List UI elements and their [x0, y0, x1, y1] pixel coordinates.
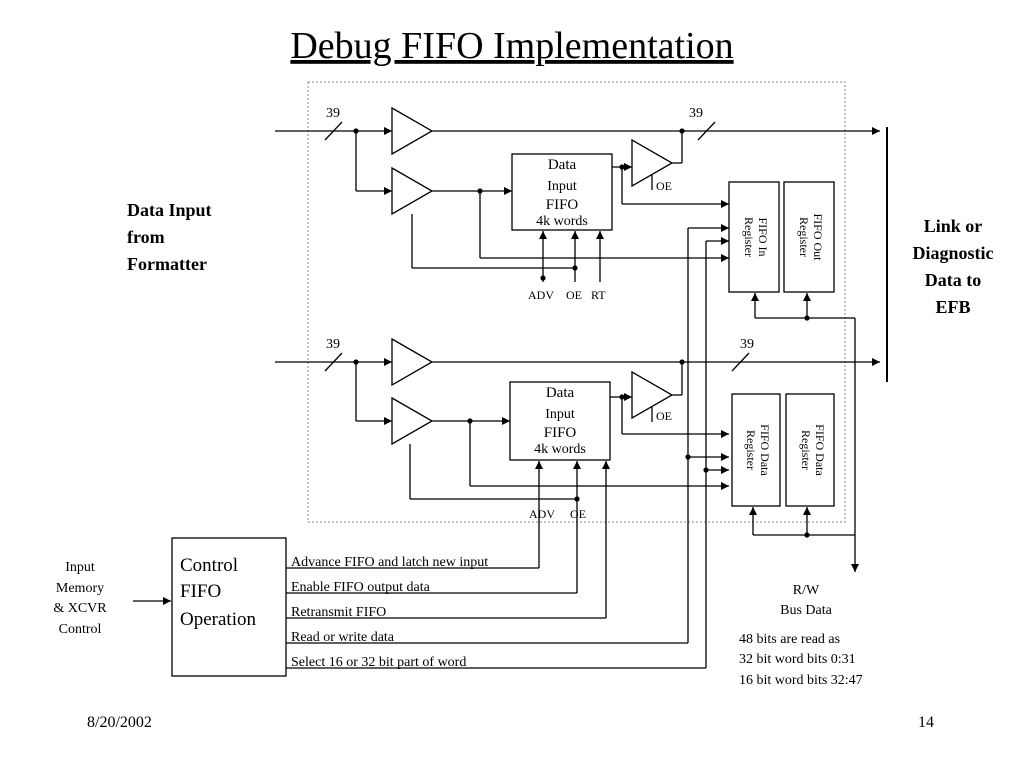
svg-text:Register: Register [799, 430, 813, 470]
oe-label: OE [566, 288, 582, 302]
bus-width-label: 39 [740, 337, 754, 352]
svg-text:FIFO: FIFO [546, 197, 579, 213]
data-input-fifo [511, 153, 613, 231]
fifo-input-buffer [391, 396, 434, 446]
footer-date: 8/20/2002 [87, 714, 152, 731]
svg-text:Operation: Operation [180, 609, 256, 630]
control-fifo-block [171, 537, 287, 677]
svg-text:4k words: 4k words [534, 442, 586, 457]
svg-text:Data to: Data to [925, 270, 982, 290]
fifo-out-register [783, 181, 835, 293]
input-buffer [391, 337, 434, 387]
fifo-input-buffer [391, 166, 434, 216]
bus-slash [324, 352, 343, 372]
svg-text:Input: Input [547, 179, 577, 194]
svg-text:4k words: 4k words [536, 214, 588, 229]
control-signal-label: Retransmit FIFO [291, 605, 386, 620]
control-signal-label: Enable FIFO output data [291, 580, 431, 595]
svg-text:& XCVR: & XCVR [53, 601, 107, 616]
svg-text:Memory: Memory [56, 581, 104, 596]
rw-bus-label: R/W Bus Data [780, 583, 833, 618]
svg-text:Bus Data: Bus Data [780, 603, 833, 618]
svg-text:FIFO Data: FIFO Data [758, 424, 772, 476]
fifo-data-register [785, 393, 835, 507]
svg-text:EFB: EFB [935, 297, 970, 317]
svg-text:Register: Register [744, 430, 758, 470]
bus-width-label: 39 [326, 106, 340, 121]
oe-label: OE [570, 507, 586, 521]
bus-slash [731, 352, 750, 372]
svg-text:Input: Input [545, 407, 575, 422]
svg-text:FIFO: FIFO [544, 425, 577, 441]
svg-text:Link or: Link or [924, 216, 983, 236]
svg-text:Input: Input [65, 560, 95, 575]
output-tristate-buffer [631, 370, 674, 420]
fifo-data-register [731, 393, 781, 507]
svg-text:Register: Register [797, 217, 811, 257]
svg-text:FIFO: FIFO [180, 581, 221, 602]
svg-text:Data Input: Data Input [127, 200, 212, 220]
bus-slash [697, 121, 716, 141]
page-title: Debug FIFO Implementation [290, 25, 733, 67]
svg-text:Diagnostic: Diagnostic [913, 243, 994, 263]
svg-text:from: from [127, 227, 165, 247]
adv-label: ADV [528, 288, 554, 302]
fifo-in-register [728, 181, 780, 293]
top-channel: 39 39 Data Input FIFO 4k words OE [275, 106, 880, 321]
svg-text:Register: Register [742, 217, 756, 257]
output-tristate-buffer [631, 138, 674, 188]
svg-text:FIFO In: FIFO In [756, 217, 770, 256]
svg-text:Control: Control [180, 555, 238, 576]
svg-text:FIFO Out: FIFO Out [811, 213, 825, 261]
svg-text:48 bits are read as: 48 bits are read as [739, 632, 840, 647]
svg-text:FIFO Data: FIFO Data [813, 424, 827, 476]
svg-text:Formatter: Formatter [127, 254, 207, 274]
oe-label: OE [656, 409, 672, 423]
data-input-label: Data Input from Formatter [127, 200, 212, 274]
svg-text:R/W: R/W [793, 583, 820, 598]
bus-width-label: 39 [326, 337, 340, 352]
control-signal-label: Advance FIFO and latch new input [291, 555, 488, 570]
svg-text:Control: Control [59, 622, 102, 637]
oe-label: OE [656, 179, 672, 193]
adv-label: ADV [529, 507, 555, 521]
bus-width-label: 39 [689, 106, 703, 121]
input-memory-label: Input Memory & XCVR Control [53, 560, 107, 637]
page-number: 14 [918, 714, 934, 731]
input-buffer [391, 106, 434, 156]
svg-text:Data: Data [548, 157, 577, 173]
svg-text:16 bit word bits 32:47: 16 bit word bits 32:47 [739, 673, 863, 688]
control-signal-label: Read or write data [291, 630, 395, 645]
bus-slash [324, 121, 343, 141]
rt-label: RT [591, 288, 606, 302]
bottom-channel: 39 39 Data Input FIFO 4k words OE ADV [275, 337, 880, 618]
bit-notes: 48 bits are read as 32 bit word bits 0:3… [739, 632, 863, 688]
control-signal-label: Select 16 or 32 bit part of word [291, 655, 466, 670]
output-label: Link or Diagnostic Data to EFB [913, 216, 994, 317]
svg-text:Data: Data [546, 385, 575, 401]
svg-text:32 bit word bits 0:31: 32 bit word bits 0:31 [739, 652, 856, 667]
data-input-fifo [509, 381, 611, 461]
